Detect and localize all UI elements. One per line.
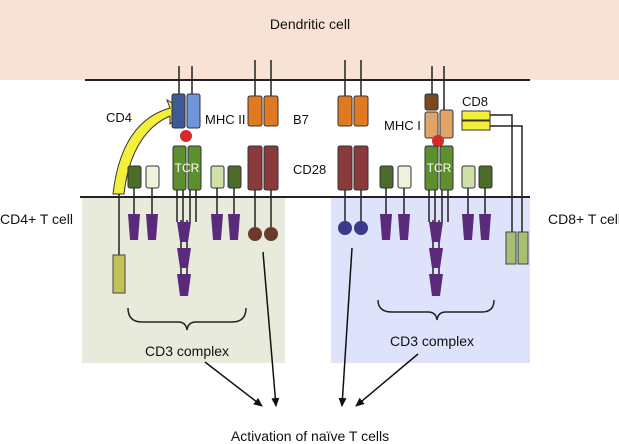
cd3-right-light-1 [397, 165, 412, 189]
cd3-right-itam-3 [462, 214, 474, 240]
cd8-t-cell-label: CD8+ T cell [548, 211, 619, 227]
mhc-ii-beta [186, 93, 201, 129]
cd3-right-dark-1 [379, 165, 394, 189]
itam-left-2 [177, 248, 191, 268]
dendritic-cell-region [0, 0, 619, 80]
mhc-i-label: MHC I [384, 118, 421, 133]
cd3-right-label: CD3 complex [390, 333, 474, 349]
b7-right-1 [337, 95, 353, 127]
cd3-right-itam-1 [380, 214, 392, 240]
itam-right-3 [429, 274, 443, 296]
itam-right-2 [429, 248, 443, 268]
cd8-stalk-2 [490, 125, 523, 232]
arrow-cd28-left [262, 251, 280, 407]
cd8-alpha [461, 110, 491, 121]
b7-left-1 [247, 95, 263, 127]
cd3-right-itam-4 [479, 214, 491, 240]
mhc-i-alpha1 [424, 111, 439, 139]
mhc-i-alpha3 [424, 93, 439, 111]
cd3-left-dark-2 [227, 165, 242, 189]
cd3-left-itam-4 [228, 214, 240, 240]
mhc-i-alpha2 [439, 109, 454, 139]
cd4-label: CD4 [106, 110, 132, 125]
cd3-left-label: CD3 complex [145, 343, 229, 359]
itam-left-3 [177, 274, 191, 296]
cd28-label: CD28 [293, 162, 326, 177]
cd28-left-2 [263, 145, 279, 191]
peptide-right [432, 135, 444, 147]
dendritic-cell-label: Dendritic cell [270, 16, 350, 32]
cd3-left-itam-3 [211, 214, 223, 240]
tcr-left-alpha [172, 145, 187, 191]
cd8-stalk-1 [490, 114, 513, 232]
cd28-right-2 [353, 145, 369, 191]
cd28-right-bulb-2 [354, 221, 368, 235]
itam-left-1 [177, 222, 191, 242]
arrow-cd3-right [355, 353, 419, 407]
cd3-right-dark-2 [478, 165, 493, 189]
cd3-left-dark-1 [127, 165, 142, 189]
arrow-cd3-left [204, 361, 263, 407]
b7-left-2 [263, 95, 279, 127]
mhc-ii-label: MHC II [205, 112, 245, 127]
cd8-cytoplasmic-1 [505, 231, 517, 265]
cd3-right-itam-2 [398, 214, 410, 240]
cd28-right-1 [337, 145, 353, 191]
cd3-left-light-2 [210, 165, 225, 189]
tcr-left-label: TCR [175, 161, 200, 175]
b7-right-2 [353, 95, 369, 127]
itam-right-1 [429, 222, 443, 242]
arrow-cd28-right [338, 247, 353, 407]
cd8-label: CD8 [462, 94, 488, 109]
cd4-cytoplasmic-box [112, 254, 126, 294]
cd8-cytoplasmic-2 [517, 231, 529, 265]
cd3-left-itam-1 [128, 214, 140, 240]
cd28-right-bulb-1 [338, 221, 352, 235]
cd28-left-bulb-2 [264, 227, 278, 241]
cd3-right-light-2 [461, 165, 476, 189]
peptide-left [180, 130, 192, 142]
tcr-right-beta [439, 145, 454, 191]
tcr-right-label: TCR [427, 161, 452, 175]
cd8-beta [461, 120, 491, 131]
cd4-t-cell-label: CD4+ T cell [0, 211, 73, 227]
activation-label: Activation of naïve T cells [231, 428, 389, 444]
cd28-left-bulb-1 [248, 227, 262, 241]
cd3-brace-left [127, 307, 247, 331]
cd3-left-itam-2 [146, 214, 158, 240]
cd3-brace-right [377, 299, 495, 321]
cd3-left-light-1 [145, 165, 160, 189]
tcr-right-alpha [424, 145, 439, 191]
mhc-ii-alpha [171, 93, 186, 129]
tcr-left-beta [187, 145, 202, 191]
b7-label: B7 [293, 112, 309, 127]
cd28-left-1 [247, 145, 263, 191]
